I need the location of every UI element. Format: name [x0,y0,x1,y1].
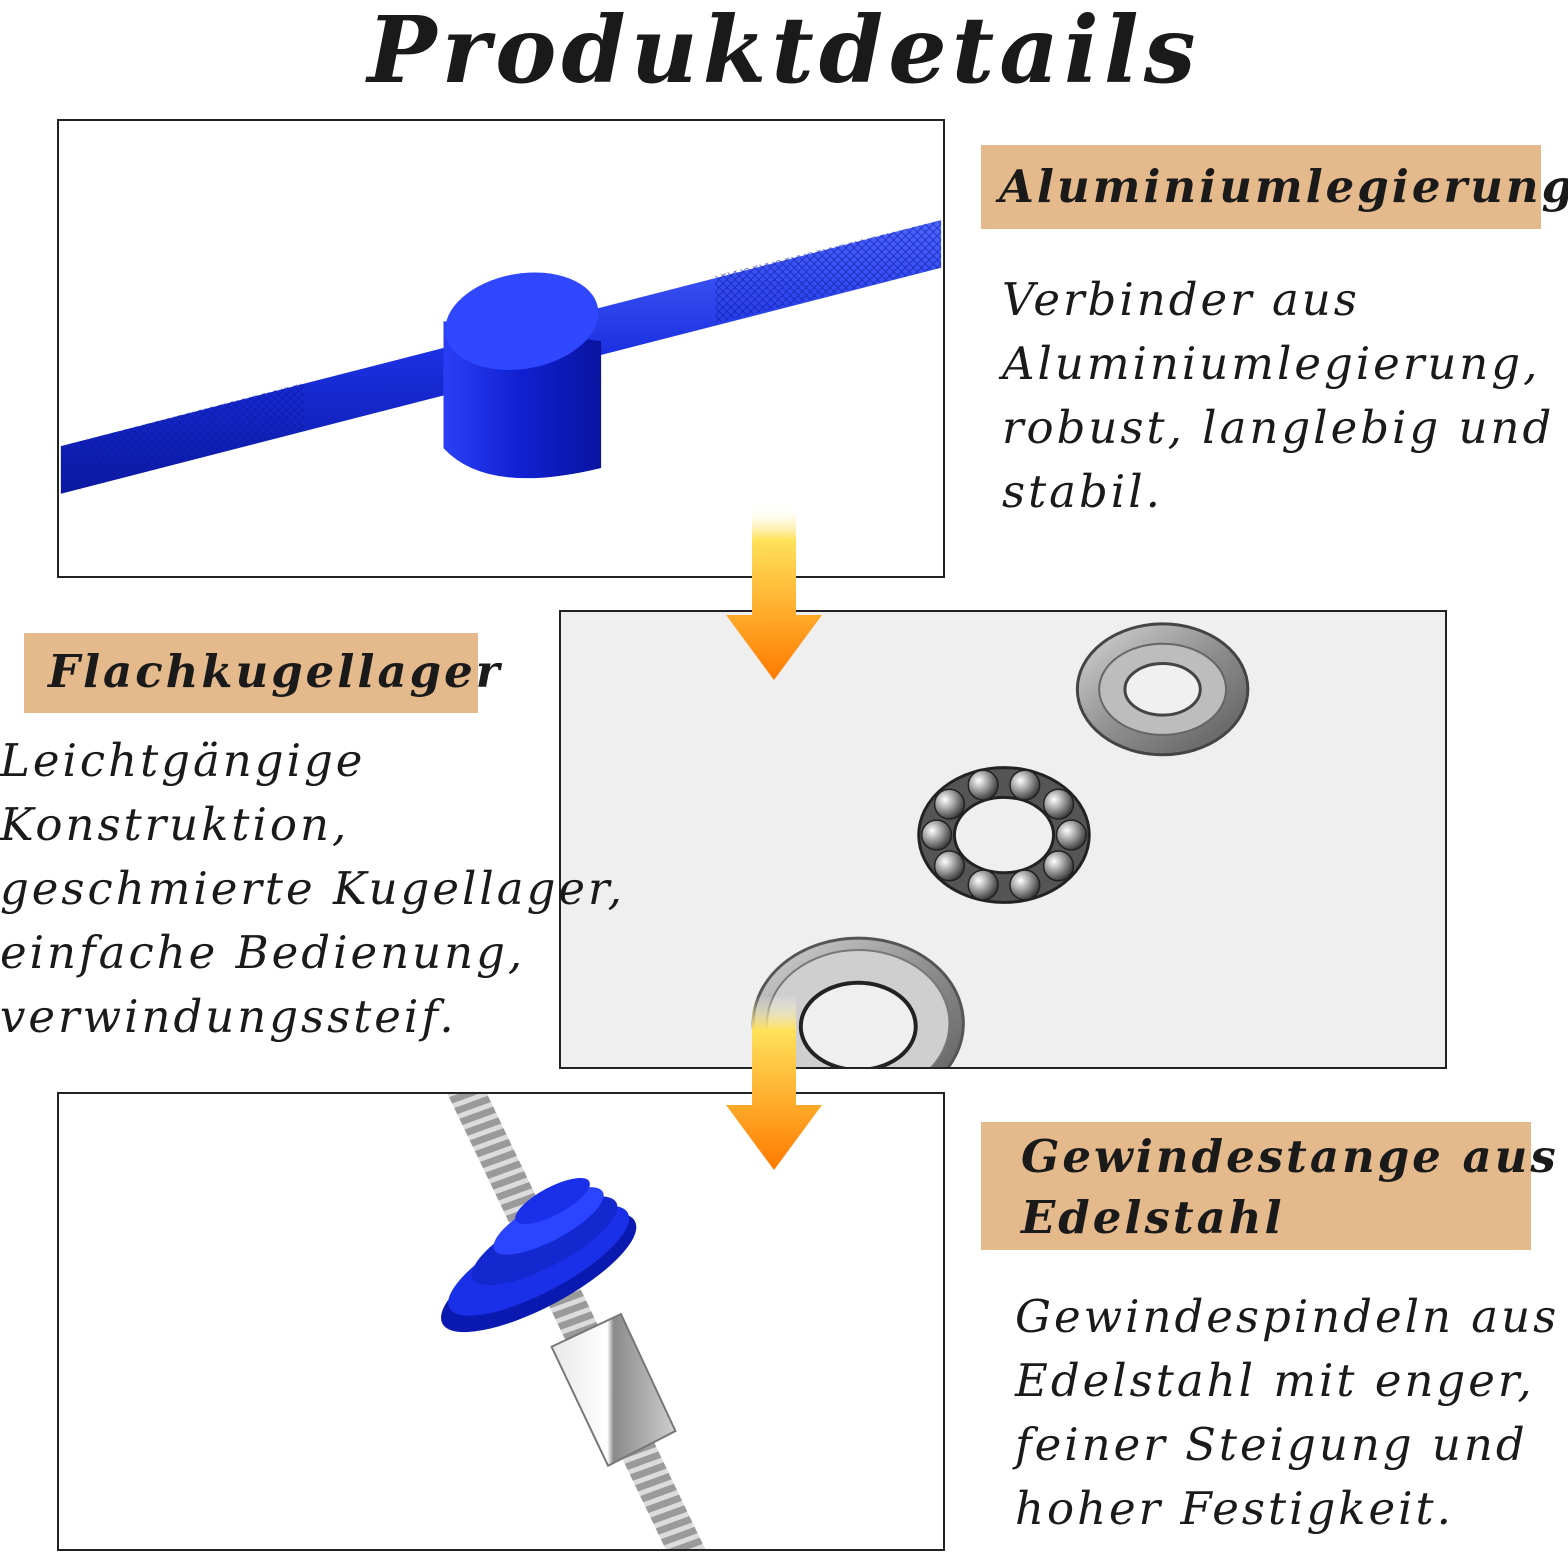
description-line: feiner Steigung und [1015,1418,1528,1471]
section-description: Verbinder aus Aluminiumlegierung, robust… [1002,268,1562,524]
description-line: Konstruktion, [0,798,350,851]
aluminium-connector-image [57,119,945,578]
page-title: Produktdetails [367,0,1201,104]
description-line: robust, langlebig und [1002,401,1555,454]
bearing-ball [1055,819,1088,851]
bearing-ball [1009,869,1041,901]
bearing-ball [920,819,953,851]
down-arrow-icon [726,505,822,680]
bearing-ball [1042,850,1075,882]
thrust-bearing-image [559,610,1447,1069]
threaded-rod-image [57,1092,945,1551]
heading-line: Gewindestange aus [1021,1130,1559,1183]
description-line: einfache Bedienung, [0,926,526,979]
section-description: Gewindespindeln aus Edelstahl mit enger,… [1015,1285,1560,1541]
down-arrow-icon [726,995,822,1170]
bearing-ball [933,788,966,820]
section-description: Leichtgängige Konstruktion, geschmierte … [0,729,625,1049]
description-line: Leichtgängige [0,734,366,787]
description-line: Edelstahl mit enger, [1015,1354,1535,1407]
description-line: Gewindespindeln aus [1015,1290,1560,1343]
description-line: Verbinder aus [1002,273,1360,326]
bearing-ball [967,869,999,901]
description-line: verwindungssteif. [0,990,457,1043]
description-line: hoher Festigkeit. [1015,1482,1454,1535]
description-line: geschmierte Kugellager, [0,862,625,915]
bearing-ball [967,769,999,801]
section-heading: Aluminiumlegierung [981,145,1568,229]
section-heading: Flachkugellager [24,633,499,713]
bearing-ball [1042,788,1075,820]
section-heading: Gewindestange aus Edelstahl [981,1122,1559,1250]
bearing-ball [933,850,966,882]
bearing-ball [1009,769,1041,801]
description-line: stabil. [1002,465,1163,518]
description-line: Aluminiumlegierung, [1002,337,1541,390]
heading-line: Edelstahl [1021,1191,1285,1244]
